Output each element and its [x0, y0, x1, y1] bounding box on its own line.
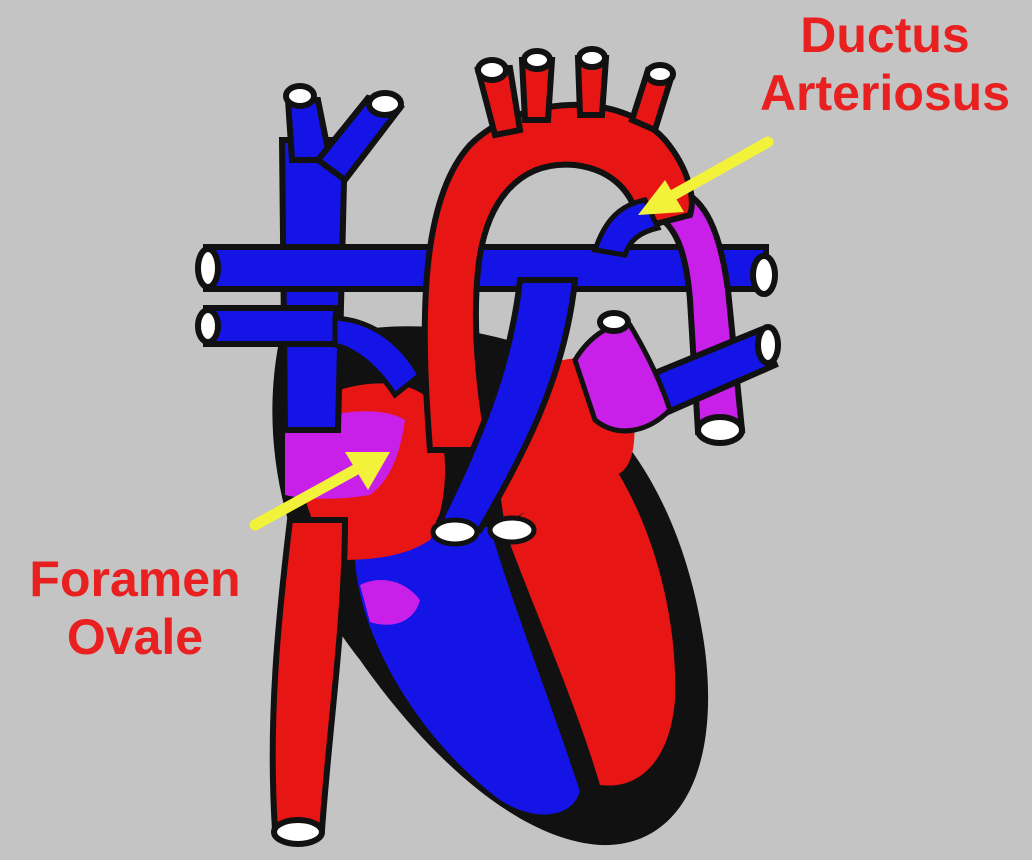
aortic-branch-1-opening: [478, 60, 506, 80]
label-ductus-arteriosus: Ductus Arteriosus: [735, 6, 1032, 122]
label-foramen-line1: Foramen: [5, 550, 265, 608]
svc-opening-left: [286, 86, 314, 106]
aortic-branch-4-opening: [647, 65, 673, 83]
label-ductus-line2: Arteriosus: [735, 64, 1032, 122]
label-ductus-line1: Ductus: [735, 6, 1032, 64]
pulmonary-vessel-lower-left: [206, 308, 336, 344]
pulmonary-opening-upper-left: [198, 249, 218, 287]
label-foramen-line2: Ovale: [5, 608, 265, 666]
ivc-opening: [274, 820, 322, 844]
pulmonary-valve: [433, 520, 477, 544]
aortic-branch-2-opening: [524, 51, 550, 69]
aortic-branch-3-opening: [579, 49, 605, 67]
inferior-vena-cava: [273, 520, 345, 830]
descending-aorta-opening: [698, 417, 742, 443]
left-pulmonary-vein-opening: [758, 327, 778, 363]
pulmonary-opening-lower-left: [198, 310, 218, 342]
pulmonary-opening-upper-right: [753, 256, 775, 294]
aortic-valve: [490, 518, 534, 542]
left-atrium-opening: [600, 313, 628, 331]
svc-opening-right: [369, 93, 401, 115]
label-foramen-ovale: Foramen Ovale: [5, 550, 265, 666]
